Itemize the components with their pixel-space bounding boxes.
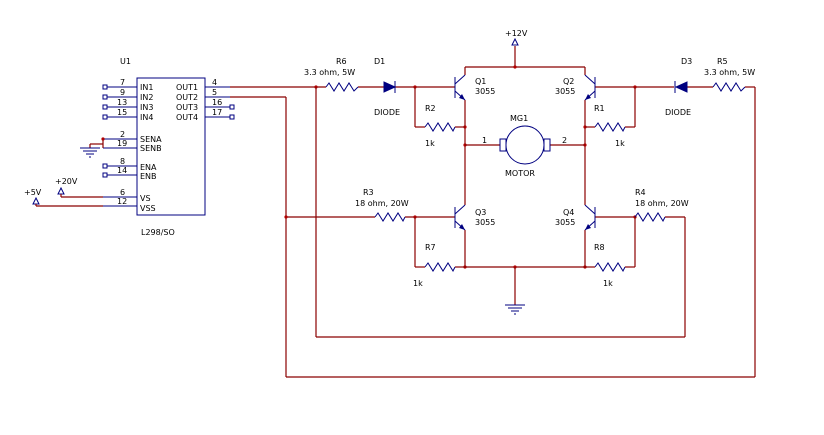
pin-vss-name: VSS [140,204,156,213]
pin-in2-name: IN2 [140,93,153,102]
pin-out3-name: OUT3 [176,103,198,112]
pin-out4-num: 17 [212,108,222,117]
transistor-q3: Q3 3055 [454,204,495,231]
pin-senb-num: 19 [117,139,127,148]
resistor-r4: R4 18 ohm, 20W [634,188,689,223]
q1-part: 3055 [475,87,495,96]
diode-d1: D1 DIODE [374,57,400,117]
ic-output-pins: 4 5 16 17 OUT1 OUT2 OUT3 OUT4 [176,78,235,122]
r5-ref: R5 [717,57,728,66]
pin-in3-name: IN3 [140,103,153,112]
ic-input-pins: 7 9 13 15 IN1 IN2 IN3 IN4 [102,78,153,122]
diode-d3: D3 DIODE [665,57,692,117]
resistor-r5: R5 3.3 ohm, 5W [704,57,755,92]
pin-ena-name: ENA [140,163,157,172]
wires [230,46,756,378]
plus12v-label: +12V [505,29,528,38]
pin-in2-num: 9 [120,88,125,97]
pin-out1-num: 4 [212,78,217,87]
d3-label: DIODE [665,108,691,117]
motor-ref: MG1 [510,114,528,123]
r7-value: 1k [413,279,423,288]
motor-pin1: 1 [482,136,487,145]
pin-vss-num: 12 [117,197,127,206]
d3-ref: D3 [681,57,692,66]
r8-value: 1k [603,279,613,288]
pin-enb-num: 14 [117,166,127,175]
q3-part: 3055 [475,218,495,227]
pin-vs-name: VS [140,194,151,203]
resistor-r2: R2 1k [424,104,456,148]
pin-in1-name: IN1 [140,83,153,92]
r1-value: 1k [615,139,625,148]
ic-body [136,77,206,216]
transistor-q4: Q4 3055 [555,204,596,231]
pin-senb-name: SENB [140,144,162,153]
q3-ref: Q3 [475,208,486,217]
ic-part: L298/SO [141,228,175,237]
d1-ref: D1 [374,57,385,66]
motor-mg1: MG1 MOTOR 1 2 [482,114,567,178]
plus12v-supply: +12V [505,29,528,46]
q2-part: 3055 [555,87,575,96]
ground-symbol-bridge [505,304,525,315]
pin-ena-num: 8 [120,157,125,166]
plus5v-supply: +5V [24,188,103,207]
ic-supply-pins: 6 12 VS VSS [103,188,156,213]
d1-label: DIODE [374,108,400,117]
r8-ref: R8 [594,243,605,252]
r6-ref: R6 [336,57,347,66]
plus20v-supply: +20V [55,177,103,198]
pin-out2-num: 5 [212,88,217,97]
r1-ref: R1 [594,104,605,113]
pin-enb-name: ENB [140,172,157,181]
r3-value: 18 ohm, 20W [355,199,409,208]
q4-part: 3055 [555,218,575,227]
r6-value: 3.3 ohm, 5W [304,68,355,77]
transistor-q2: Q2 3055 [555,74,596,101]
pin-in3-num: 13 [117,98,127,107]
pin-sena-num: 2 [120,130,125,139]
ic-ref: U1 [120,57,131,66]
r2-ref: R2 [425,104,436,113]
resistor-r3: R3 18 ohm, 20W [355,188,409,223]
pin-out2-name: OUT2 [176,93,198,102]
pin-in4-name: IN4 [140,113,153,122]
r5-value: 3.3 ohm, 5W [704,68,755,77]
pin-out4-name: OUT4 [176,113,198,122]
l298-ic: U1 L298/SO 7 9 13 15 IN1 IN2 IN3 IN4 2 [80,57,235,237]
motor-label: MOTOR [505,169,535,178]
pin-in1-num: 7 [120,78,125,87]
r2-value: 1k [425,139,435,148]
q1-ref: Q1 [475,77,486,86]
pin-sena-name: SENA [140,135,162,144]
resistor-r6: R6 3.3 ohm, 5W [304,57,359,92]
motor-pin2: 2 [562,136,567,145]
ic-sense-pins: 2 19 SENA SENB [89,130,162,153]
q2-ref: Q2 [563,77,574,86]
resistor-r8: R8 1k [594,243,626,288]
ic-enable-pins: 8 14 ENA ENB [102,157,157,181]
pin-out1-name: OUT1 [176,83,198,92]
plus5v-label: +5V [24,188,42,197]
r3-ref: R3 [363,188,374,197]
pin-in4-num: 15 [117,108,127,117]
ground-symbol-ic [80,147,100,158]
r4-ref: R4 [635,188,646,197]
pin-vs-num: 6 [120,188,125,197]
resistor-r1: R1 1k [594,104,626,148]
transistor-q1: Q1 3055 [454,74,495,101]
r4-value: 18 ohm, 20W [635,199,689,208]
q4-ref: Q4 [563,208,574,217]
r7-ref: R7 [425,243,436,252]
plus20v-label: +20V [55,177,78,186]
resistor-r7: R7 1k [413,243,456,288]
pin-out3-num: 16 [212,98,222,107]
